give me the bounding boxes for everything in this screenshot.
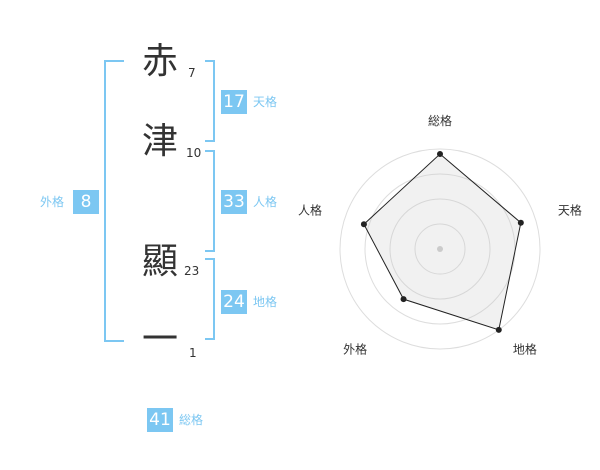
name-char-4: 一	[141, 319, 178, 360]
radar-point-2	[517, 219, 524, 226]
soukaku-label: 総格	[179, 413, 204, 427]
radar-axis-label-1: 総格	[428, 113, 452, 128]
tenkaku-label: 天格	[253, 95, 278, 109]
radar-ring	[339, 148, 541, 350]
radar-axis-label-3: 地格	[513, 341, 537, 356]
jinkaku-value-badge: 33	[221, 190, 247, 214]
gaikaku-value-badge: 8	[73, 190, 99, 214]
chikaku-bracket	[205, 258, 215, 340]
radar-point-1	[437, 151, 443, 157]
name-char-3: 顯	[141, 241, 178, 282]
radar-axis-label-2: 天格	[558, 203, 582, 218]
radar-polygon	[363, 153, 522, 331]
chikaku-label: 地格	[253, 295, 278, 309]
radar-ring	[389, 198, 491, 300]
stroke-count-3: 23	[184, 264, 200, 278]
radar-axis-label-5: 人格	[298, 203, 322, 218]
radar-center-dot	[437, 246, 443, 252]
soukaku-value-badge: 41	[147, 408, 173, 432]
name-char-2: 津	[141, 121, 178, 162]
jinkaku-bracket	[205, 150, 215, 252]
chikaku-value-badge: 24	[221, 290, 247, 314]
tenkaku-bracket	[205, 60, 215, 142]
radar-axis-label-4: 外格	[343, 341, 367, 356]
stroke-count-2: 10	[186, 146, 202, 160]
gaikaku-bracket	[104, 60, 124, 342]
jinkaku-label: 人格	[253, 195, 278, 209]
tenkaku-value-badge: 17	[221, 90, 247, 114]
stroke-count-4: 1	[189, 346, 197, 360]
radar-point-3	[495, 326, 502, 333]
radar-ring	[414, 223, 466, 275]
radar-point-4	[400, 296, 407, 303]
stroke-count-1: 7	[188, 66, 196, 80]
gaikaku-label: 外格	[40, 195, 65, 209]
radar-point-5	[360, 221, 367, 228]
name-char-1: 赤	[141, 41, 178, 82]
radar-data	[360, 151, 524, 333]
